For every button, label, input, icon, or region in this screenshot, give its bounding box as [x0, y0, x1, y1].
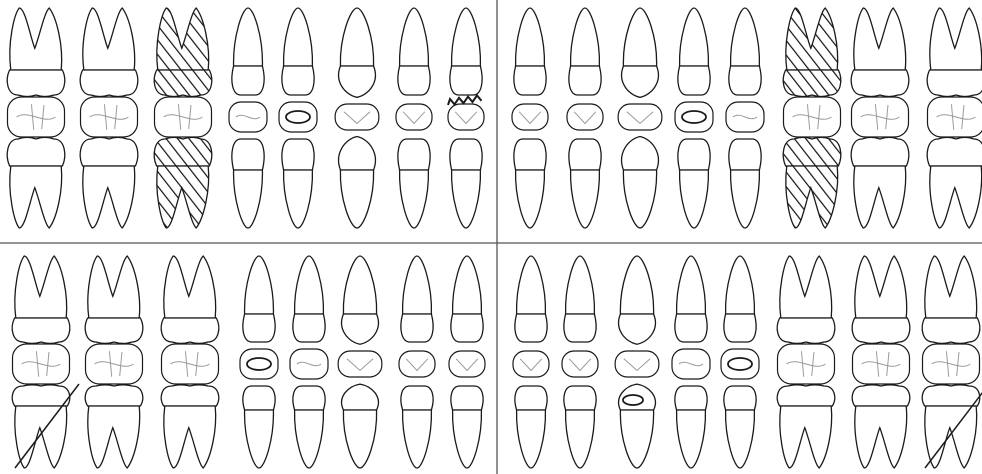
tooth-crown-bottom	[243, 386, 275, 410]
tooth-crown-bottom	[154, 137, 212, 166]
tooth-crown-bottom	[7, 137, 65, 166]
tooth-crown-top	[293, 314, 325, 342]
tooth-crown-bottom	[569, 139, 601, 170]
tooth-lower-right-7[interactable]	[399, 256, 435, 468]
tooth-crown-bottom	[777, 385, 835, 406]
tooth-upper-left-3[interactable]	[618, 8, 662, 228]
tooth-crown-bottom	[451, 386, 483, 410]
tooth-crown-top	[851, 70, 909, 97]
tooth-crown-bottom	[12, 385, 70, 406]
tooth-upper-right-4[interactable]	[229, 8, 267, 228]
tooth-crown-top	[783, 70, 841, 97]
tooth-lower-left-2[interactable]	[562, 256, 598, 468]
occlusal-surface	[618, 104, 662, 130]
occlusal-surface	[615, 351, 659, 377]
tooth-lower-left-1[interactable]	[513, 256, 549, 468]
tooth-crown-top	[564, 314, 596, 342]
tooth-crown-top	[515, 314, 547, 342]
occlusal-surface	[512, 104, 548, 130]
tooth-crown-bottom	[282, 139, 314, 170]
tooth-crown-bottom	[564, 386, 596, 410]
tooth-crown-bottom	[783, 137, 841, 166]
tooth-crown-top	[398, 66, 430, 95]
occlusal-surface	[396, 104, 432, 130]
tooth-crown-bottom	[515, 386, 547, 410]
tooth-crown-top	[675, 314, 707, 342]
tooth-lower-right-8[interactable]	[449, 256, 485, 468]
tooth-crown-top	[282, 66, 314, 95]
tooth-upper-left-2[interactable]	[567, 8, 603, 228]
filling-mark	[728, 358, 752, 370]
occlusal-surface	[562, 351, 598, 377]
occlusal-surface	[513, 351, 549, 377]
tooth-crown-top	[777, 318, 835, 343]
tooth-crown-bottom	[398, 139, 430, 170]
tooth-crown-bottom	[293, 386, 325, 410]
tooth-crown-top	[161, 318, 219, 343]
tooth-lower-left-8[interactable]	[922, 256, 982, 468]
tooth-crown-bottom	[851, 137, 909, 166]
tooth-upper-left-1[interactable]	[512, 8, 548, 228]
tooth-crown-top	[678, 66, 710, 95]
tooth-upper-left-4[interactable]	[675, 8, 713, 228]
tooth-crown-top	[243, 314, 275, 342]
occlusal-surface	[335, 104, 379, 130]
tooth-crown-top	[85, 318, 143, 343]
filling-mark	[286, 111, 310, 123]
tooth-crown-bottom	[729, 139, 761, 170]
tooth-crown-top	[569, 66, 601, 95]
tooth-upper-right-6[interactable]	[335, 8, 379, 228]
tooth-crown-bottom	[675, 386, 707, 410]
tooth-crown-top	[7, 70, 65, 97]
tooth-crown-top	[514, 66, 546, 95]
tooth-crown-bottom	[927, 137, 982, 166]
occlusal-surface	[338, 351, 382, 377]
tooth-crown-top	[729, 66, 761, 95]
tooth-crown-bottom	[401, 386, 433, 410]
tooth-crown-top	[922, 318, 980, 343]
tooth-crown-bottom	[85, 385, 143, 406]
tooth-crown-bottom	[80, 137, 138, 166]
occlusal-surface	[567, 104, 603, 130]
tooth-crown-top	[154, 70, 212, 97]
tooth-crown-bottom	[161, 385, 219, 406]
tooth-upper-right-8[interactable]	[448, 8, 484, 228]
tooth-crown-top	[927, 70, 982, 97]
tooth-crown-bottom	[514, 139, 546, 170]
occlusal-surface	[448, 104, 484, 130]
tooth-crown-top	[401, 314, 433, 342]
occlusal-surface	[399, 351, 435, 377]
filling-mark	[682, 111, 706, 123]
filling-mark	[623, 395, 643, 405]
tooth-crown-top	[80, 70, 138, 97]
tooth-upper-left-5[interactable]	[726, 8, 764, 228]
tooth-crown-bottom	[922, 385, 980, 406]
tooth-crown-top	[12, 318, 70, 343]
tooth-crown-bottom	[232, 139, 264, 170]
tooth-crown-top	[450, 66, 482, 95]
tooth-crown-bottom	[724, 386, 756, 410]
tooth-upper-right-5[interactable]	[279, 8, 317, 228]
tooth-crown-bottom	[852, 385, 910, 406]
tooth-crown-top	[451, 314, 483, 342]
filling-mark	[247, 358, 271, 370]
tooth-crown-top	[852, 318, 910, 343]
tooth-crown-top	[232, 66, 264, 95]
tooth-crown-bottom	[450, 139, 482, 170]
tooth-upper-right-7[interactable]	[396, 8, 432, 228]
occlusal-surface	[449, 351, 485, 377]
tooth-crown-bottom	[678, 139, 710, 170]
tooth-crown-top	[724, 314, 756, 342]
